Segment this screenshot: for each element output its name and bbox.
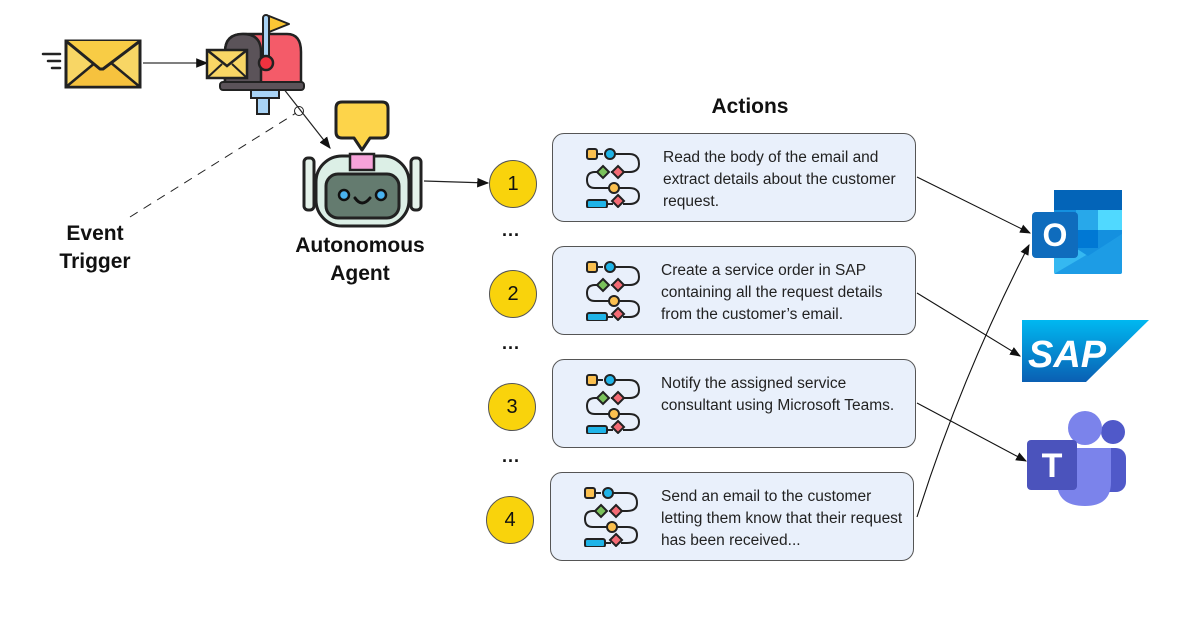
- sap-logo-icon: SAP: [1022, 320, 1150, 382]
- action-3-text: Notify the assigned service consultant u…: [661, 375, 895, 414]
- outlook-logo-icon: O: [1030, 188, 1125, 276]
- action-card-2: Create a service order in SAP containing…: [552, 246, 916, 335]
- step-2-number: 2: [507, 282, 519, 305]
- event-trigger-dashed-line: [129, 112, 297, 218]
- step-3-number: 3: [506, 395, 518, 418]
- step-2-circle: 2: [489, 270, 537, 318]
- workflow-icon: [581, 485, 643, 548]
- event-trigger-line1: Event: [66, 222, 124, 245]
- event-trigger-line2: Trigger: [59, 250, 131, 273]
- agent-to-step1-arrow: [423, 177, 490, 188]
- step-4-circle: 4: [486, 496, 534, 544]
- action-1-text: Read the body of the email and extract d…: [663, 149, 896, 210]
- teams-glyph: T: [1042, 447, 1063, 485]
- sap-glyph: SAP: [1028, 334, 1107, 376]
- outlook-glyph: O: [1043, 217, 1068, 253]
- email-icon: [40, 38, 145, 90]
- step-1-number: 1: [507, 172, 519, 195]
- agent-label: Autonomous Agent: [280, 232, 440, 288]
- action4-to-outlook-arrow: [916, 244, 1030, 518]
- action-4-text: Send an email to the customer letting th…: [661, 488, 903, 549]
- actions-title: Actions: [711, 95, 789, 118]
- action-card-4: Send an email to the customer letting th…: [550, 472, 914, 561]
- ellipsis-3: ...: [502, 446, 521, 466]
- ellipsis-2: ...: [502, 333, 521, 353]
- workflow-icon: [583, 259, 645, 322]
- workflow-icon: [583, 146, 645, 209]
- step-1-circle: 1: [489, 160, 537, 208]
- teams-logo-icon: T: [1025, 410, 1130, 508]
- event-trigger-label: Event Trigger: [40, 220, 150, 276]
- agent-label-line2: Agent: [330, 262, 390, 285]
- mailbox-icon: [205, 12, 305, 116]
- action-card-3: Notify the assigned service consultant u…: [552, 359, 916, 448]
- workflow-icon: [583, 372, 645, 435]
- step-3-circle: 3: [488, 383, 536, 431]
- action-2-text: Create a service order in SAP containing…: [661, 262, 883, 323]
- action-card-1: Read the body of the email and extract d…: [552, 133, 916, 222]
- agent-label-line1: Autonomous: [295, 234, 425, 257]
- action1-to-outlook-arrow: [916, 176, 1031, 234]
- ellipsis-1: ...: [502, 220, 521, 240]
- step-4-number: 4: [504, 508, 516, 531]
- action2-to-sap-arrow: [916, 292, 1021, 357]
- action3-to-teams-arrow: [916, 402, 1027, 462]
- robot-agent-icon: [300, 98, 425, 228]
